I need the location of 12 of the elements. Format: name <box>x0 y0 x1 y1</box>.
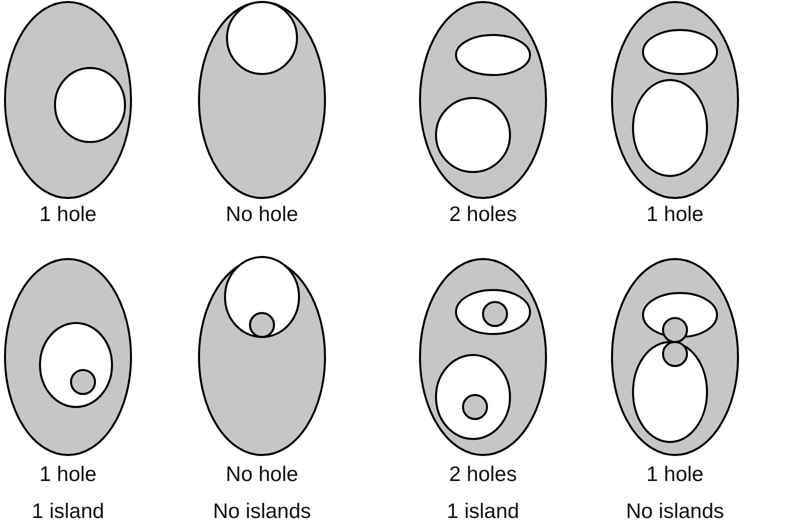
caption-text: 1 island <box>446 500 520 524</box>
caption-text: 2 holes <box>449 463 517 487</box>
caption-text: No hole <box>226 463 298 487</box>
caption-text: 1 island <box>32 500 104 524</box>
caption-text: 1 hole <box>39 463 97 487</box>
caption-text: 1 hole <box>39 203 97 227</box>
caption-text: 1 hole <box>646 203 704 227</box>
caption-text: No islands <box>626 500 724 524</box>
caption-text: No islands <box>212 500 312 524</box>
caption-text: 1 hole <box>646 463 704 487</box>
caption-text: 2 holes <box>449 203 517 227</box>
caption-text: No hole <box>226 203 298 227</box>
